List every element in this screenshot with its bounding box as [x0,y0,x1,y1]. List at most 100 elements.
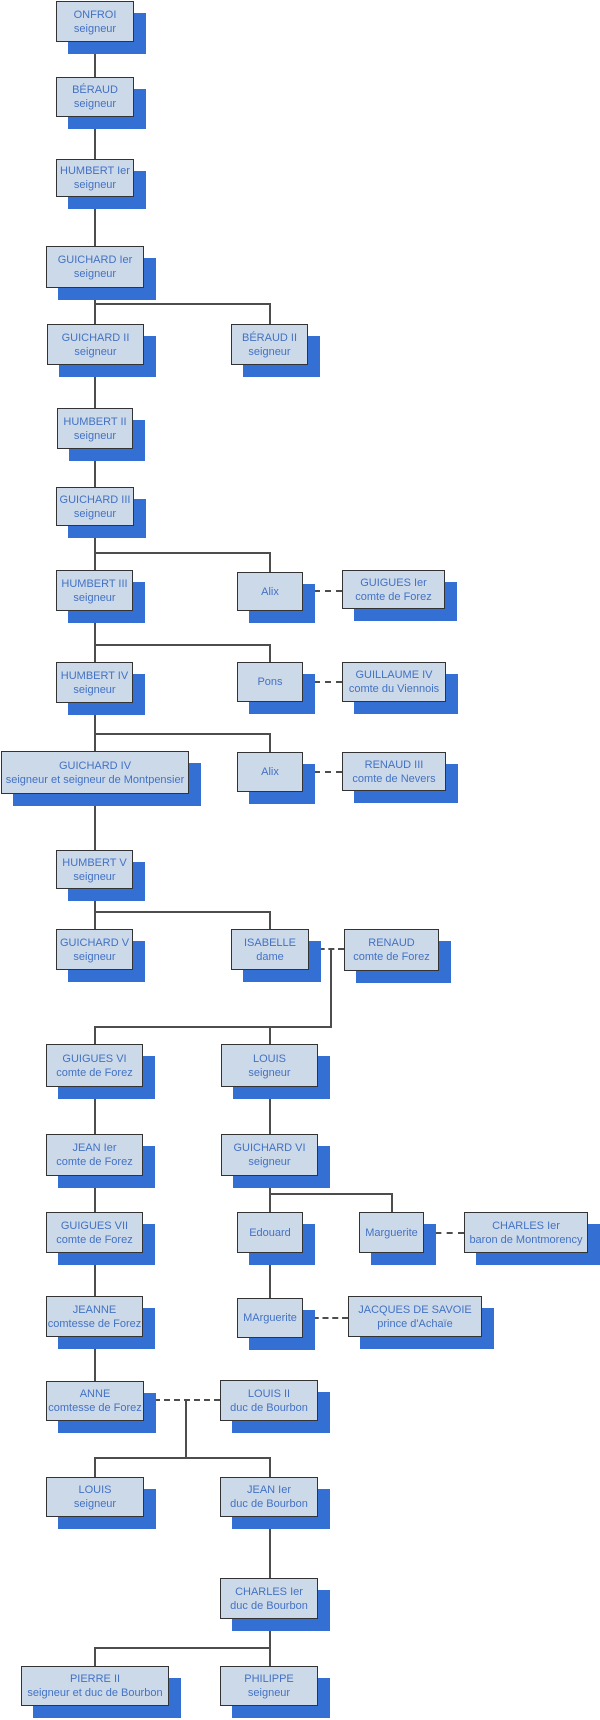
person-title: seigneur [73,268,117,280]
person-title: comtesse de Forez [47,1317,142,1330]
node-guigues-6[interactable]: GUIGUES VI comte de Forez [46,1044,143,1087]
person-name: Pons [257,676,283,688]
person-name: GUIGUES VII [60,1219,129,1232]
node-philippe[interactable]: PHILIPPE seigneur [220,1666,318,1706]
node-guichard-5[interactable]: GUICHARD V seigneur [56,929,133,970]
node-pierre-2[interactable]: PIERRE II seigneur et duc de Bourbon [21,1666,169,1706]
node-alix-1[interactable]: Alix [237,572,303,611]
person-title: seigneur [248,345,291,358]
descent-line [269,1457,271,1477]
person-name: ISABELLE [244,936,296,949]
node-marguerite[interactable]: Marguerite [359,1212,424,1253]
person-name: LOUIS II [247,1387,291,1400]
node-humbert-5[interactable]: HUMBERT V seigneur [56,850,133,889]
node-isabelle[interactable]: ISABELLE dame [231,929,309,970]
node-louis-2-bourbon[interactable]: LOUIS II duc de Bourbon [220,1380,318,1421]
descent-line [94,1647,271,1649]
person-title: seigneur [73,870,116,883]
node-guigues-1[interactable]: GUIGUES Ier comte de Forez [342,570,445,609]
person-title: seigneur [73,98,117,110]
node-beraud[interactable]: BÉRAUD seigneur [56,77,134,117]
marriage-line [303,1317,348,1319]
node-guichard-2[interactable]: GUICHARD II seigneur [47,324,144,365]
node-alix-2[interactable]: Alix [237,752,303,792]
node-louis-seigneur[interactable]: LOUIS seigneur [46,1477,144,1517]
descent-line [94,117,96,159]
person-name: JACQUES DE SAVOIE [358,1303,472,1316]
person-title: seigneur et seigneur de Montpensier [5,773,185,786]
person-name: HUMBERT III [61,577,128,590]
descent-line [94,1176,96,1212]
descent-line [94,703,96,751]
node-jacques-savoie[interactable]: JACQUES DE SAVOIE prince d'Achaïe [348,1296,482,1337]
marriage-line [424,1232,464,1234]
descent-line [94,1457,271,1459]
node-guichard-6[interactable]: GUICHARD VI seigneur [221,1134,318,1176]
person-name: ANNE [79,1388,111,1400]
person-name: LOUIS [252,1052,286,1065]
person-title: comte du Viennois [348,683,440,695]
person-name: GUICHARD Ier [57,254,133,266]
person-title: comtesse de Forez [48,1402,142,1414]
person-title: seigneur [248,1156,291,1168]
node-edouard[interactable]: Edouard [237,1212,303,1253]
marriage-line [309,948,344,950]
person-title: seigneur [73,591,116,604]
node-onfroi[interactable]: ONFROI seigneur [56,1,134,42]
person-name: HUMBERT Ier [60,165,130,177]
node-pons[interactable]: Pons [237,662,303,702]
descent-line [94,449,96,487]
person-title: duc de Bourbon [230,1401,308,1414]
node-guichard-1[interactable]: GUICHARD Ier seigneur [46,246,144,288]
person-name: GUILLAUME IV [355,669,433,681]
node-anne[interactable]: ANNE comtesse de Forez [46,1381,144,1421]
node-renaud[interactable]: RENAUD comte de Forez [344,929,439,971]
person-name: BÉRAUD II [241,331,297,344]
person-title: seigneur [73,683,116,696]
person-title: seigneur [247,1687,291,1699]
node-jeanne[interactable]: JEANNE comtesse de Forez [46,1296,143,1337]
person-title: seigneur [73,950,116,963]
descent-line [94,365,96,408]
person-name: Marguerite [365,1226,418,1239]
node-charles-montmorency[interactable]: CHARLES Ier baron de Montmorency [464,1212,588,1253]
node-jean-1-forez[interactable]: JEAN Ier comte de Forez [46,1134,143,1176]
descent-line [94,303,271,305]
person-name: GUICHARD V [59,936,130,949]
descent-line [94,644,271,646]
node-humbert-3[interactable]: HUMBERT III seigneur [56,570,133,611]
descent-line [94,288,96,324]
person-name: GUICHARD IV [58,759,132,772]
person-title: duc de Bourbon [230,1498,308,1510]
union-drop-line [330,949,332,1027]
node-guillaume-4[interactable]: GUILLAUME IV comte du Viennois [342,662,446,702]
node-guichard-3[interactable]: GUICHARD III seigneur [56,487,134,526]
node-renaud-3[interactable]: RENAUD III comte de Nevers [342,752,446,791]
person-name: PIERRE II [69,1673,121,1685]
marriage-line [303,590,342,592]
descent-line [94,197,96,246]
node-humbert-2[interactable]: HUMBERT II seigneur [57,408,133,449]
descent-line [269,552,271,572]
descent-line [94,1026,332,1028]
person-name: Edouard [249,1226,291,1239]
node-jean-1-bourbon[interactable]: JEAN Ier duc de Bourbon [220,1477,318,1517]
person-name: GUICHARD III [59,493,131,506]
marriage-line [144,1399,220,1401]
person-title: duc de Bourbon [230,1599,308,1612]
person-title: comte de Forez [353,951,430,963]
descent-line [94,526,96,570]
node-humbert-1[interactable]: HUMBERT Ier seigneur [56,159,134,197]
node-guichard-4[interactable]: GUICHARD IV seigneur et seigneur de Mont… [1,751,189,794]
node-marguerite-2[interactable]: MArguerite [237,1298,303,1338]
node-humbert-4[interactable]: HUMBERT IV seigneur [56,662,133,703]
node-beraud-2[interactable]: BÉRAUD II seigneur [231,324,308,365]
person-name: HUMBERT V [62,856,127,869]
descent-line [94,1087,96,1134]
person-name: RENAUD III [364,758,424,771]
person-title: comte de Forez [56,1233,133,1246]
node-guigues-7[interactable]: GUIGUES VII comte de Forez [46,1212,143,1253]
node-charles-1-bourbon[interactable]: CHARLES Ier duc de Bourbon [220,1578,318,1619]
node-louis[interactable]: LOUIS seigneur [221,1044,318,1087]
